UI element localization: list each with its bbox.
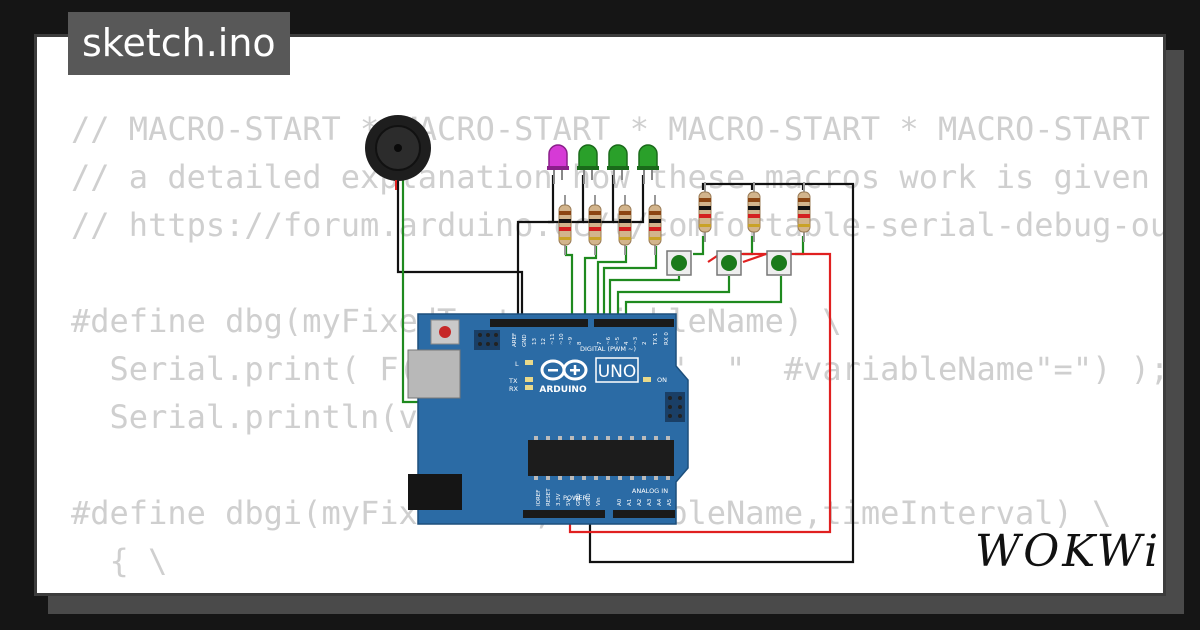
pin-label: A5: [667, 498, 673, 506]
power-jack: [408, 474, 462, 510]
pin-label: GND: [586, 493, 592, 506]
arduino-uno-board[interactable]: UNO ARDUINO DIGITAL (PWM ~) POWER ANALOG…: [407, 313, 689, 525]
l-label: L: [515, 360, 519, 368]
pin-label: GND: [576, 493, 582, 506]
tx-label: TX: [508, 377, 518, 385]
resistor[interactable]: [618, 194, 632, 256]
resistor[interactable]: [797, 181, 811, 243]
led-green[interactable]: [636, 144, 660, 185]
board-name: UNO: [598, 362, 637, 382]
code-line: static unsigned long intervalStartTime; …: [71, 585, 1163, 593]
buzzer[interactable]: [365, 115, 431, 190]
pin-label: RX 0: [664, 332, 670, 345]
wire: [693, 236, 705, 256]
rx-label: RX: [509, 385, 519, 393]
pin-label: A3: [647, 498, 653, 506]
pushbutton[interactable]: [666, 250, 692, 276]
pin-label: ~6: [606, 336, 612, 345]
pushbutton[interactable]: [716, 250, 742, 276]
wire: [596, 246, 628, 322]
wire: [742, 252, 767, 264]
led-magenta[interactable]: [547, 144, 569, 184]
pin-label: 2: [642, 342, 648, 346]
code-line: // https://forum.arduino.cc/t/comfortabl…: [71, 206, 1166, 244]
pin-label: 13: [532, 338, 538, 345]
reset-button-cap[interactable]: [439, 326, 451, 338]
led-green[interactable]: [576, 144, 600, 185]
pin-label: 7: [597, 341, 603, 345]
pin-label: IOREF: [536, 490, 542, 506]
analog-label: ANALOG IN: [632, 487, 668, 495]
resistor[interactable]: [558, 194, 572, 256]
pin-label: ~9: [568, 336, 574, 345]
wire: [588, 182, 855, 564]
pin-label: ~11: [550, 333, 556, 345]
code-line: // MACRO-START * MACRO-START * MACRO-STA…: [71, 110, 1150, 148]
resistor[interactable]: [588, 194, 602, 256]
pushbutton[interactable]: [766, 250, 792, 276]
pin-label: A0: [617, 498, 623, 506]
wire: [743, 236, 754, 256]
aref-label: AREF: [512, 333, 518, 347]
wire: [396, 180, 524, 322]
resistor[interactable]: [648, 194, 662, 256]
code-line: // a detailed explanation how these macr…: [71, 158, 1150, 196]
pin-label: A1: [627, 499, 633, 506]
code-line: { \: [71, 542, 168, 580]
wire: [624, 276, 783, 322]
atmega-chip: [528, 440, 674, 476]
code-background: // MACRO-START * MACRO-START * MACRO-STA…: [71, 105, 1166, 593]
pin-label: RESET: [546, 488, 552, 506]
led-green[interactable]: [606, 144, 630, 185]
wire: [564, 246, 574, 322]
board-maker: ARDUINO: [539, 385, 587, 395]
pin-label: Vin: [596, 497, 602, 506]
wire: [795, 236, 805, 256]
pin-label: ~3: [633, 336, 639, 345]
pin-label: ~5: [615, 336, 621, 345]
wire: [602, 246, 658, 322]
digital-label: DIGITAL (PWM ~): [580, 345, 636, 353]
wire: [583, 246, 598, 322]
on-label: ON: [657, 376, 667, 384]
wire: [608, 276, 681, 322]
wire: [516, 175, 555, 322]
resistor[interactable]: [698, 181, 712, 243]
pin-label: A2: [637, 499, 643, 506]
pin-label: ~10: [559, 333, 565, 345]
wire: [616, 276, 731, 322]
file-name-tab[interactable]: sketch.ino: [68, 12, 290, 75]
power-label: POWER: [563, 494, 588, 502]
pin-label: A4: [657, 498, 663, 506]
pin-label: TX 1: [653, 333, 659, 346]
pin-label: 12: [541, 338, 547, 345]
pin-label: 8: [577, 341, 583, 345]
gnd-label: GND: [522, 334, 528, 347]
pin-label: 3.3V: [556, 493, 562, 506]
wokwi-logo: WOKWi: [975, 526, 1162, 577]
pin-label: 5V: [566, 499, 572, 506]
usb-port: [407, 349, 461, 399]
resistor[interactable]: [747, 181, 761, 243]
pin-label: 4: [624, 341, 630, 345]
